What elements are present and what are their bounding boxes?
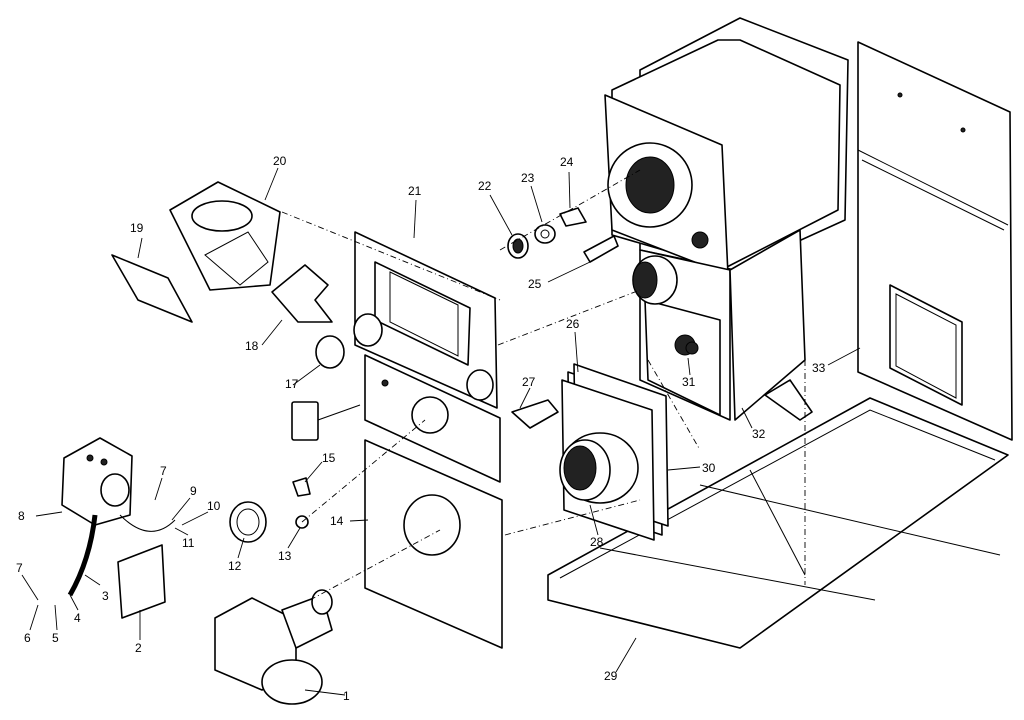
- callout-6: 6: [24, 631, 31, 645]
- callout-32: 32: [752, 427, 766, 441]
- part-21-front-panel: [353, 231, 501, 483]
- part-2-cover: [117, 544, 166, 619]
- callout-29: 29: [604, 669, 618, 683]
- callout-14: 14: [330, 514, 344, 528]
- callout-2: 2: [135, 641, 142, 655]
- part-17-plug: [315, 335, 345, 369]
- callout-labels: 1 2 3 4 5 6 7 7 8 9 10 11 12 13 14 15 17…: [16, 154, 826, 703]
- callout-26: 26: [566, 317, 580, 331]
- callout-7-lower: 7: [16, 561, 23, 575]
- heat-exchanger-assembly: [604, 17, 849, 421]
- part-3-conduit: [67, 514, 98, 597]
- part-26-combustion-chamber: [559, 363, 669, 541]
- part-12-gasket: [229, 501, 267, 543]
- callout-27: 27: [522, 375, 536, 389]
- callout-9: 9: [190, 484, 197, 498]
- wire-bundle: [119, 514, 176, 532]
- part-8-control-box: [61, 437, 133, 526]
- assembly-lines: [281, 169, 806, 601]
- callout-30: 30: [702, 461, 716, 475]
- callout-12: 12: [228, 559, 242, 573]
- part-1-oil-burner: [214, 589, 333, 705]
- parts-22-25-fittings: [507, 207, 619, 263]
- callout-17: 17: [285, 377, 299, 391]
- callout-25: 25: [528, 277, 542, 291]
- callout-22: 22: [478, 179, 492, 193]
- part-19-cover-plate: [111, 254, 193, 323]
- callout-23: 23: [521, 171, 535, 185]
- callout-7-upper: 7: [160, 464, 167, 478]
- part-31-port: [685, 341, 699, 355]
- callout-5: 5: [52, 631, 59, 645]
- callout-18: 18: [245, 339, 259, 353]
- callout-19: 19: [130, 221, 144, 235]
- callout-4: 4: [74, 611, 81, 625]
- callout-10: 10: [207, 499, 221, 513]
- callout-1: 1: [343, 689, 350, 703]
- callout-13: 13: [278, 549, 292, 563]
- callout-31: 31: [682, 375, 696, 389]
- peep-sight: [291, 401, 361, 441]
- callout-33: 33: [812, 361, 826, 375]
- part-18-bracket: [271, 264, 333, 323]
- callout-8: 8: [18, 509, 25, 523]
- part-20-flue-box: [169, 181, 281, 291]
- parts-13-15-small: [292, 477, 311, 529]
- callout-28: 28: [590, 535, 604, 549]
- callout-11: 11: [182, 536, 195, 550]
- part-33-side-panel: [857, 41, 1013, 441]
- callout-21: 21: [408, 184, 422, 198]
- leader-lines: [21, 167, 861, 696]
- callout-24: 24: [560, 155, 574, 169]
- callout-15: 15: [322, 451, 336, 465]
- part-27-baffle: [511, 399, 559, 429]
- callout-3: 3: [102, 589, 109, 603]
- part-14-burner-plate: [364, 439, 503, 649]
- callout-20: 20: [273, 154, 287, 168]
